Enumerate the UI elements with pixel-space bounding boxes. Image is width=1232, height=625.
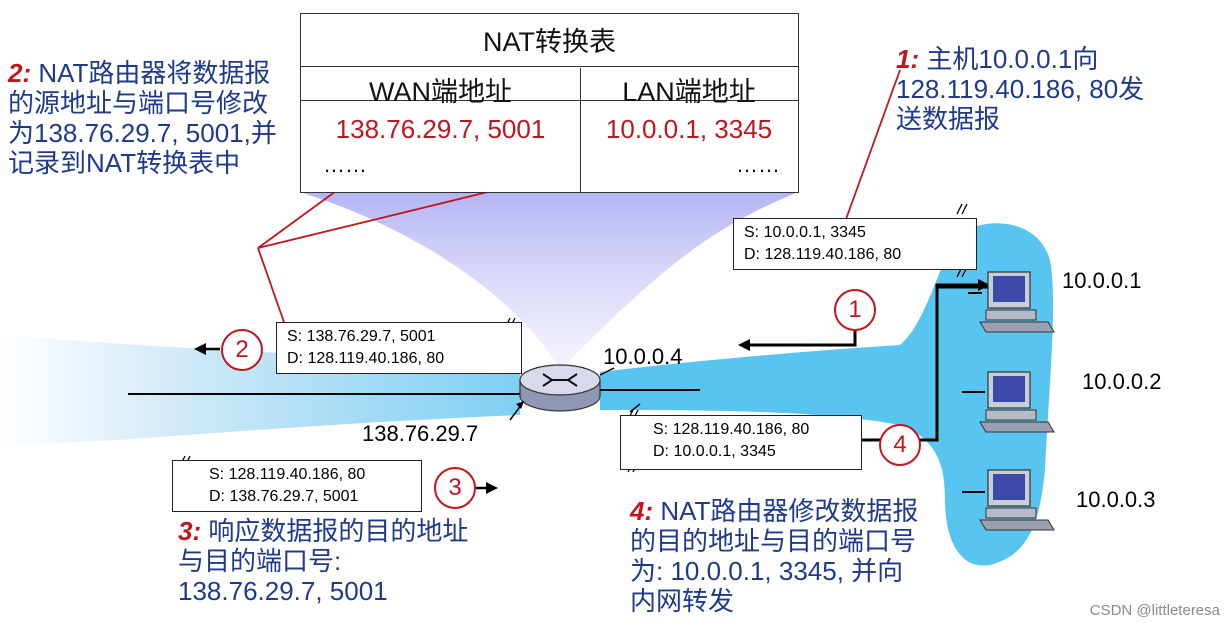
table-divider: [580, 68, 581, 192]
wan-more: ……: [323, 152, 367, 177]
wan-column-header: WAN端地址: [369, 77, 512, 107]
step3-number: 3:: [178, 516, 202, 546]
step1-note: 1: 主机10.0.0.1向128.119.40.186, 80发送数据报: [896, 44, 1166, 134]
packet1-source: S: 10.0.0.1, 3345: [744, 224, 866, 241]
packet2-destination: D: 128.119.40.186, 80: [287, 350, 445, 367]
table-beam: [300, 192, 799, 370]
step1-badge: 1: [834, 289, 876, 331]
lan-more: ……: [736, 152, 780, 177]
step4-text: NAT路由器修改数据报的目的地址与目的端口号为: 10.0.0.1, 3345,…: [630, 496, 919, 616]
lan-cloud: [600, 223, 1054, 566]
arrowhead: [978, 279, 990, 291]
host1-address: 10.0.0.1: [1062, 268, 1142, 293]
packet3-box: S: 128.119.40.186, 80 D: 138.76.29.7, 50…: [172, 460, 422, 512]
step4-note: 4: NAT路由器修改数据报的目的地址与目的端口号为: 10.0.0.1, 33…: [630, 496, 920, 616]
table-divider: [301, 66, 798, 67]
step2-text: NAT路由器将数据报的源地址与端口号修改为138.76.29.7, 5001,并…: [8, 58, 277, 178]
router-icon: [519, 364, 601, 412]
nat-table-title: NAT转换表: [483, 27, 616, 57]
pointer-line: [844, 69, 901, 223]
packet2-box: S: 138.76.29.7, 5001 D: 128.119.40.186, …: [276, 322, 522, 374]
step1-number: 1:: [896, 44, 920, 74]
packet3-destination: D: 138.76.29.7, 5001: [209, 488, 359, 505]
router-lan-address: 10.0.0.4: [603, 344, 683, 369]
step2-badge: 2: [221, 329, 263, 371]
router-wan-address: 138.76.29.7: [362, 421, 479, 446]
packet4-box: S: 128.119.40.186, 80 D: 10.0.0.1, 3345: [620, 415, 862, 470]
arrowhead: [738, 339, 750, 351]
watermark: CSDN @littleteresa: [1089, 602, 1220, 619]
wan-entry: 138.76.29.7, 5001: [335, 114, 546, 144]
packet2-source: S: 138.76.29.7, 5001: [287, 328, 436, 345]
step3-text: 响应数据报的目的地址与目的端口号: 138.76.29.7, 5001: [178, 516, 469, 606]
pointer-line: [257, 247, 286, 326]
packet1-destination: D: 128.119.40.186, 80: [744, 246, 902, 263]
computer-icon: [979, 469, 1055, 531]
packet1-box: S: 10.0.0.1, 3345 D: 128.119.40.186, 80: [733, 218, 977, 270]
lan-column-header: LAN端地址: [622, 77, 756, 107]
computer-icon: [979, 271, 1055, 333]
computer-icon: [979, 371, 1055, 433]
arrowhead: [486, 482, 498, 494]
table-divider: [301, 100, 798, 101]
packet4-destination: D: 10.0.0.1, 3345: [653, 443, 776, 460]
step3-note: 3: 响应数据报的目的地址与目的端口号: 138.76.29.7, 5001: [178, 516, 478, 606]
step2-note: 2: NAT路由器将数据报的源地址与端口号修改为138.76.29.7, 500…: [8, 58, 288, 178]
step4-badge: 4: [879, 424, 921, 466]
step1-text: 主机10.0.0.1向128.119.40.186, 80发送数据报: [896, 44, 1145, 134]
host2-address: 10.0.0.2: [1082, 369, 1162, 394]
host3-address: 10.0.0.3: [1076, 487, 1156, 512]
step2-number: 2:: [8, 58, 32, 88]
step3-badge: 3: [434, 467, 476, 509]
lan-entry: 10.0.0.1, 3345: [605, 114, 773, 144]
nat-translation-table: NAT转换表 WAN端地址 LAN端地址 138.76.29.7, 5001 1…: [300, 13, 799, 193]
step4-number: 4:: [630, 496, 654, 526]
packet4-source: S: 128.119.40.186, 80: [653, 421, 810, 438]
arrowhead: [194, 343, 206, 355]
packet3-source: S: 128.119.40.186, 80: [209, 466, 366, 483]
